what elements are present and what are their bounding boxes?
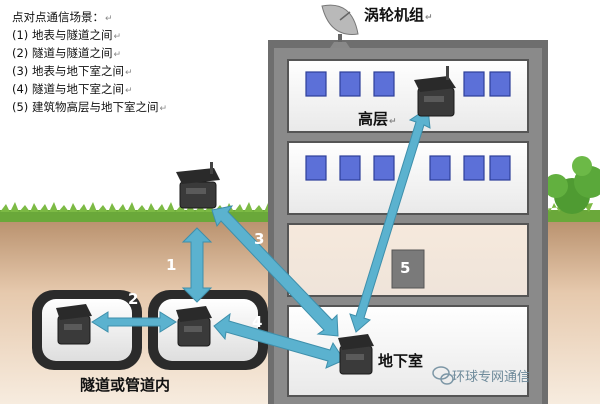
legend-title: 点对点通信场景：↵ — [12, 10, 113, 24]
marker-5-box — [391, 249, 425, 289]
arrow-1 — [181, 227, 213, 303]
upper-floor — [287, 59, 529, 133]
number-1: 1 — [166, 256, 177, 274]
arrow-2 — [91, 311, 177, 333]
bush — [544, 156, 600, 214]
arrow-5 — [349, 107, 431, 333]
legend-item-5: (5) 建筑物高层与地下室之间↵ — [12, 100, 167, 114]
upper-windows — [305, 71, 511, 97]
number-5: 5 — [400, 259, 411, 277]
wechat-icon — [432, 366, 454, 385]
watermark: 环球专网通信 — [452, 370, 531, 385]
legend-item-3: (3) 地表与地下室之间↵ — [12, 64, 133, 78]
link-arrows — [91, 107, 431, 369]
satellite-dish-icon — [321, 4, 359, 48]
number-4: 4 — [252, 313, 263, 331]
label-tunnel: 隧道或管道内 — [80, 376, 171, 394]
label-basement: 地下室 — [378, 352, 424, 370]
legend-item-2: (2) 隧道与隧道之间↵ — [12, 46, 121, 60]
number-2: 2 — [128, 290, 139, 308]
legend-item-4: (4) 隧道与地下室之间↵ — [12, 82, 133, 96]
arrow-3 — [211, 205, 339, 337]
radio-device-tunnel-left — [56, 304, 92, 345]
number-3: 3 — [254, 230, 265, 248]
radio-device-basement — [338, 334, 374, 375]
label-turbine: 涡轮机组↵ — [364, 6, 433, 24]
legend-item-1: (1) 地表与隧道之间↵ — [12, 28, 121, 42]
label-upper-floor: 高层↵ — [358, 110, 397, 128]
radio-device-tunnel-right — [176, 306, 212, 347]
radio-device-upper-floor — [414, 66, 456, 117]
radio-device-surface — [176, 162, 220, 209]
middle-windows — [305, 155, 511, 181]
